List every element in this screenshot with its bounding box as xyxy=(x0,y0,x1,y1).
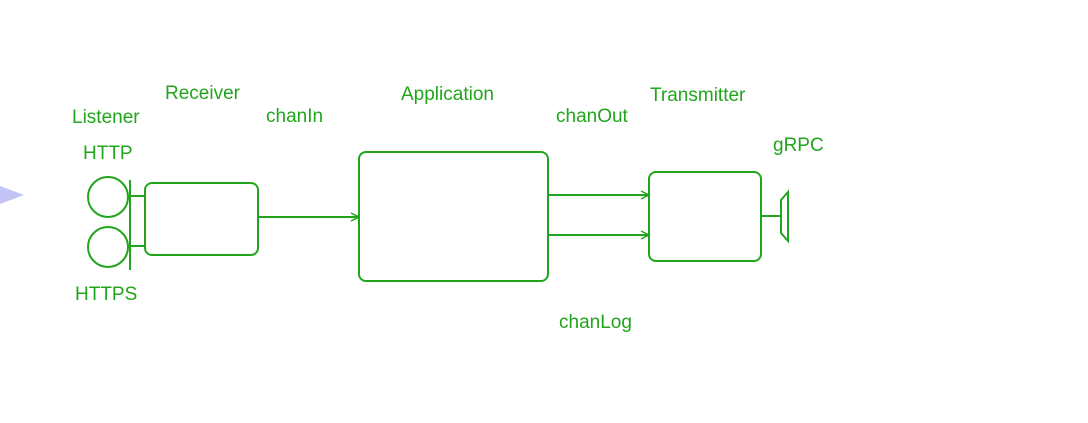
grpc-label: gRPC xyxy=(773,135,824,156)
receiver-label: Receiver xyxy=(165,83,240,104)
chanlog-label: chanLog xyxy=(559,312,632,333)
chanin-label: chanIn xyxy=(266,106,324,127)
grpc-interface-symbol xyxy=(780,189,789,244)
https-port-circle xyxy=(87,226,129,268)
application-box xyxy=(358,151,549,282)
https-label: HTTPS xyxy=(75,284,138,305)
transmitter-label: Transmitter xyxy=(650,85,746,106)
chanout-label: chanOut xyxy=(556,106,628,127)
http-label: HTTP xyxy=(83,143,133,164)
application-label: Application xyxy=(401,84,494,105)
transmitter-box xyxy=(648,171,762,262)
receiver-box xyxy=(144,182,259,256)
offscreen-connector-marker xyxy=(0,186,24,204)
http-port-circle xyxy=(87,176,129,218)
listener-label: Listener xyxy=(72,107,140,128)
